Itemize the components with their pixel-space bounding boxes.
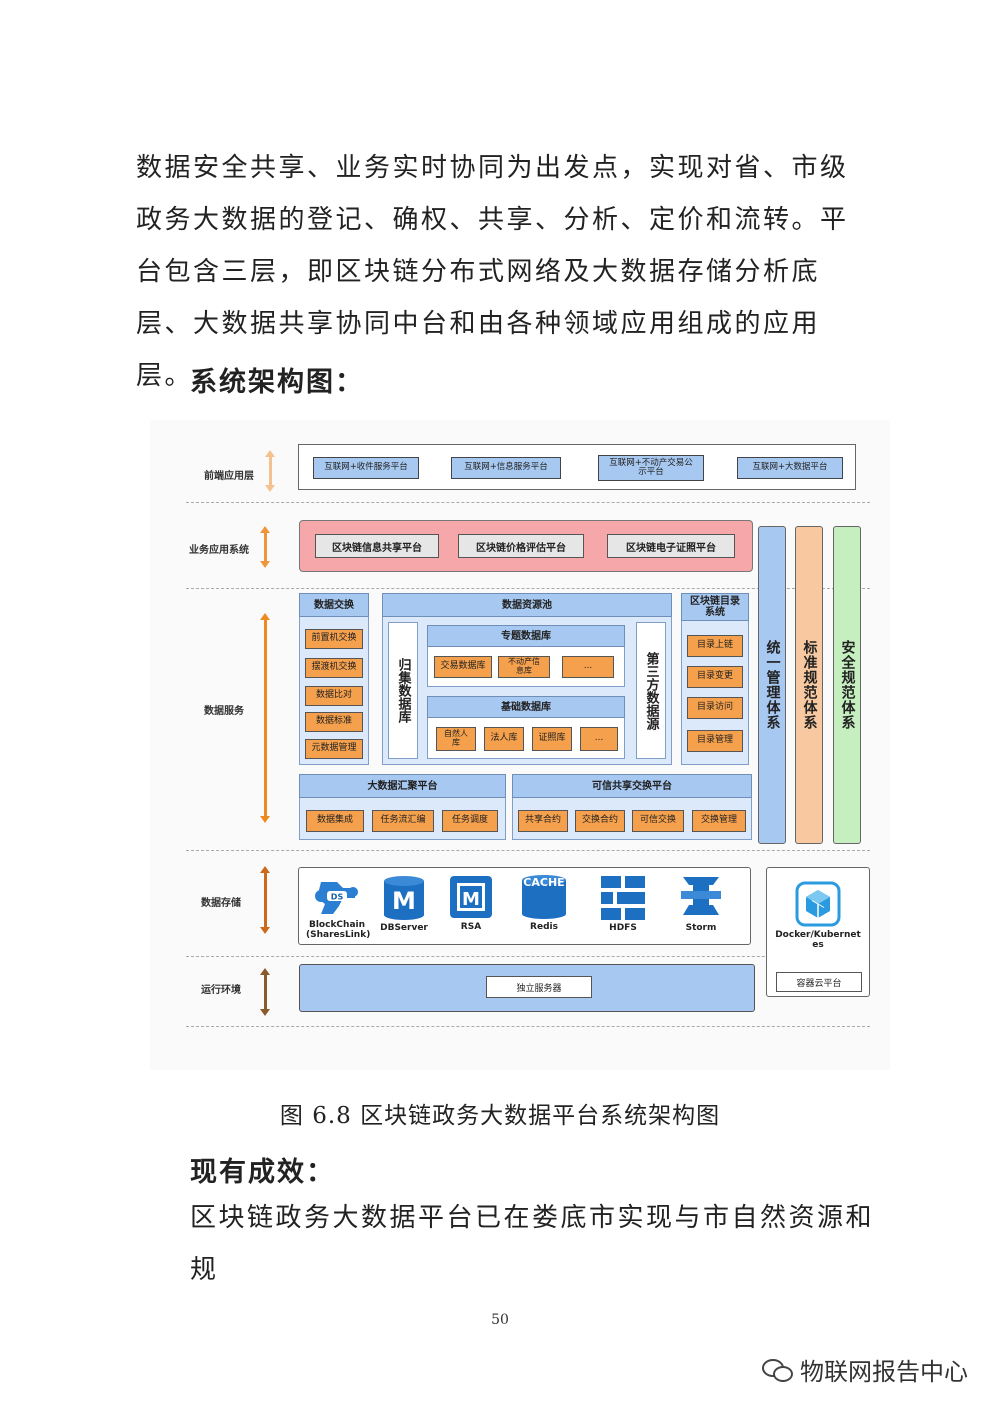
pillar-standards: 标准规范体系 (795, 526, 823, 844)
frontend-item: 互联网+大数据平台 (737, 457, 843, 479)
docker-label: Docker/Kubernetes (775, 930, 861, 950)
frontend-item: 互联网+信息服务平台 (451, 457, 561, 479)
resource-pool-title: 数据资源池 (382, 593, 672, 617)
storage-item-label: RSA (460, 922, 482, 932)
storage-item-label: Redis (530, 922, 558, 932)
section-heading-architecture: 系统架构图： (190, 367, 364, 398)
svg-text:M: M (392, 887, 416, 915)
architecture-diagram: 前端应用层 业务应用系统 数据服务 数据存储 运行环境 互联网+收件服务平台 互… (150, 420, 890, 1070)
separator (186, 1026, 870, 1027)
basic-db-item: 自然人库 (436, 727, 476, 751)
container-platform-box: 容器云平台 (776, 972, 862, 992)
thematic-db-item: 交易数据库 (434, 656, 492, 678)
double-arrow-icon (265, 450, 275, 492)
storage-item-hdfs: HDFS (588, 875, 658, 933)
svg-text:CACHE: CACHE (523, 876, 564, 889)
section-heading-results: 现有成效： (190, 1157, 335, 1188)
collect-db-label: 归集数据库 (395, 658, 411, 723)
collect-db-box (388, 622, 418, 759)
container-icon (795, 881, 841, 927)
frontend-item: 互联网+不动产交易公示平台 (598, 455, 704, 481)
basic-db-title: 基础数据库 (427, 696, 625, 718)
watermark-text: 物联网报告中心 (800, 1358, 968, 1386)
database-icon: M (384, 876, 424, 920)
double-arrow-icon (260, 613, 270, 823)
separator (186, 502, 870, 503)
exchange-platform-item: 交换管理 (692, 810, 746, 832)
data-exchange-title: 数据交换 (299, 593, 369, 617)
layer-label-frontend: 前端应用层 (204, 471, 254, 482)
storage-item-label: Storm (685, 923, 717, 933)
standalone-server-box: 独立服务器 (486, 976, 592, 998)
layer-label-data-service: 数据服务 (204, 706, 244, 717)
exchange-platform-item: 交换合约 (575, 810, 625, 832)
basic-db-item: 法人库 (484, 727, 524, 751)
cache-icon: CACHE (522, 875, 566, 919)
aggregation-title: 大数据汇聚平台 (299, 774, 506, 798)
business-item: 区块链价格评估平台 (458, 534, 584, 558)
storm-icon (681, 877, 721, 915)
double-arrow-icon (260, 526, 270, 568)
basic-db-item: ... (580, 727, 618, 751)
double-arrow-icon (260, 968, 270, 1016)
business-item: 区块链信息共享平台 (315, 534, 439, 558)
wechat-icon (762, 1357, 793, 1383)
separator (186, 850, 870, 851)
catalog-item: 目录管理 (687, 730, 743, 752)
blockchain-icon: DS (315, 882, 358, 914)
storage-item-dbserver: M DBServer (369, 875, 439, 933)
third-party-box (636, 622, 666, 759)
exchange-platform-title: 可信共享交换平台 (512, 774, 752, 798)
separator (186, 956, 870, 957)
watermark: 物联网报告中心 (762, 1352, 968, 1387)
separator (186, 588, 870, 589)
storage-item-label: HDFS (609, 923, 637, 933)
storage-item-redis: CACHE Redis (509, 872, 579, 932)
thematic-db-title: 专题数据库 (427, 625, 625, 647)
data-exchange-item: 摆渡机交换 (305, 658, 363, 678)
svg-text:DS: DS (331, 893, 344, 902)
storage-item-rsa: M RSA (436, 874, 506, 932)
double-arrow-icon (260, 866, 270, 934)
grid-icon (601, 876, 645, 920)
intro-paragraph: 数据安全共享、业务实时协同为出发点，实现对省、市级政务大数据的登记、确权、共享、… (136, 153, 849, 391)
storage-item-label: DBServer (380, 923, 428, 933)
storage-item-label: BlockChain (SharesLink) (306, 920, 371, 940)
third-party-label: 第三方数据源 (643, 651, 659, 730)
page-number: 50 (491, 1312, 509, 1328)
thematic-db-item: 不动产信息库 (498, 656, 550, 678)
results-paragraph: 区块链政务大数据平台已在娄底市实现与市自然资源和规 (190, 1203, 875, 1285)
svg-text:M: M (462, 889, 480, 910)
layer-label-data-storage: 数据存储 (201, 898, 241, 909)
storage-item-blockchain: DS BlockChain (SharesLink) (302, 876, 372, 940)
pillar-security: 安全规范体系 (833, 526, 861, 844)
storage-item-storm: Storm (666, 873, 736, 933)
frontend-item: 互联网+收件服务平台 (313, 457, 419, 479)
chip-icon: M (450, 876, 492, 918)
data-exchange-item: 元数据管理 (305, 739, 363, 759)
exchange-platform-item: 可信交换 (632, 810, 684, 832)
aggregation-item: 任务调度 (442, 810, 498, 832)
aggregation-item: 任务流汇编 (372, 810, 434, 832)
aggregation-item: 数据集成 (306, 810, 364, 832)
data-exchange-item: 前置机交换 (305, 629, 363, 649)
pillar-unified-management: 统一管理体系 (758, 526, 786, 844)
catalog-item: 目录访问 (687, 697, 743, 719)
data-exchange-item: 数据标准 (305, 712, 363, 732)
figure-caption: 图 6.8 区块链政务大数据平台系统架构图 (279, 1103, 721, 1129)
exchange-platform-item: 共享合约 (518, 810, 568, 832)
catalog-item: 目录上链 (687, 635, 743, 657)
layer-label-business: 业务应用系统 (189, 545, 249, 556)
basic-db-item: 证照库 (532, 727, 572, 751)
data-exchange-block (299, 593, 369, 765)
layer-label-runtime: 运行环境 (201, 985, 241, 996)
catalog-item: 目录变更 (687, 666, 743, 688)
docker-kubernetes-item: Docker/Kubernetes (775, 880, 861, 950)
data-exchange-item: 数据比对 (305, 686, 363, 706)
thematic-db-item: ... (562, 656, 614, 678)
catalog-title: 区块链目录系统 (681, 593, 749, 621)
business-item: 区块链电子证照平台 (607, 534, 735, 558)
